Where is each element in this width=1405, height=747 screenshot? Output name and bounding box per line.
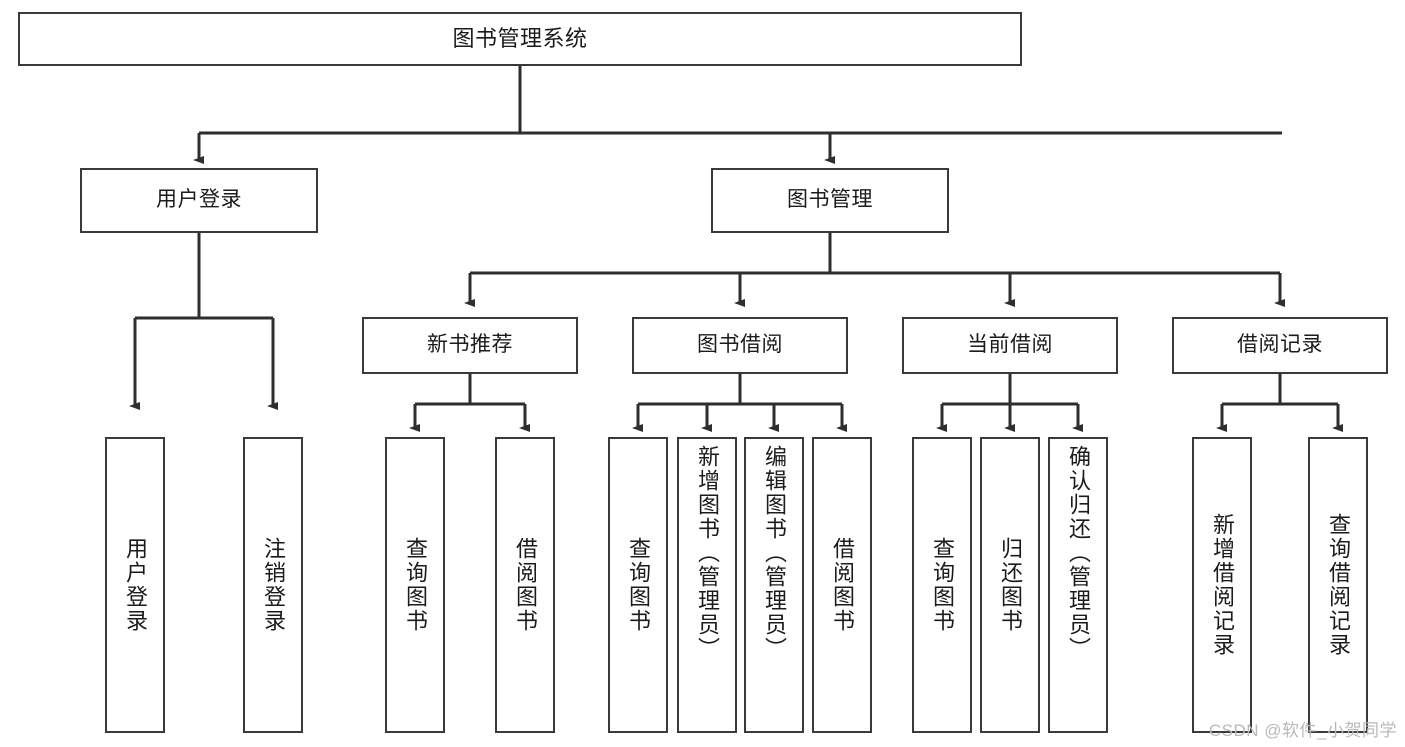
node-label: 新书推荐 (427, 333, 513, 357)
node-label: 注销登录 (261, 537, 286, 633)
node-leaf-logout[interactable]: 注销登录 (243, 437, 303, 733)
node-label: 当前借阅 (967, 333, 1053, 357)
node-leaf-add-record[interactable]: 新增借阅记录 (1192, 437, 1252, 733)
node-book-management[interactable]: 图书管理 (711, 168, 949, 233)
node-label: 新增图书（管理员） (695, 445, 720, 661)
node-leaf-query-record[interactable]: 查询借阅记录 (1308, 437, 1368, 733)
node-borrow-record[interactable]: 借阅记录 (1172, 317, 1388, 374)
node-leaf-confirm-return[interactable]: 确认归还（管理员） (1048, 437, 1108, 733)
node-leaf-query-book-3[interactable]: 查询图书 (912, 437, 972, 733)
node-current-borrow[interactable]: 当前借阅 (902, 317, 1118, 374)
node-leaf-borrow-book-2[interactable]: 借阅图书 (812, 437, 872, 733)
node-label: 图书管理 (787, 188, 873, 212)
node-leaf-add-book[interactable]: 新增图书（管理员） (677, 437, 737, 733)
node-label: 确认归还（管理员） (1066, 445, 1091, 661)
node-label: 用户登录 (156, 188, 242, 212)
node-label: 借阅图书 (830, 537, 855, 633)
node-label: 查询图书 (930, 537, 955, 633)
node-leaf-return-book[interactable]: 归还图书 (980, 437, 1040, 733)
node-leaf-user-login[interactable]: 用户登录 (105, 437, 165, 733)
node-leaf-borrow-book-1[interactable]: 借阅图书 (495, 437, 555, 733)
node-label: 查询借阅记录 (1326, 513, 1351, 657)
node-leaf-query-book-2[interactable]: 查询图书 (608, 437, 668, 733)
node-label: 借阅图书 (513, 537, 538, 633)
node-book-borrow[interactable]: 图书借阅 (632, 317, 848, 374)
node-label: 图书借阅 (697, 333, 783, 357)
node-leaf-edit-book[interactable]: 编辑图书（管理员） (744, 437, 804, 733)
node-label: 借阅记录 (1237, 333, 1323, 357)
node-new-book-recommend[interactable]: 新书推荐 (362, 317, 578, 374)
node-label: 归还图书 (998, 537, 1023, 633)
node-root[interactable]: 图书管理系统 (18, 12, 1022, 66)
node-label: 查询图书 (403, 537, 428, 633)
node-leaf-query-book-1[interactable]: 查询图书 (385, 437, 445, 733)
node-label: 查询图书 (626, 537, 651, 633)
node-label: 编辑图书（管理员） (762, 445, 787, 661)
node-label: 用户登录 (123, 537, 148, 633)
csdn-watermark: CSDN @软件_小贺同学 (1208, 721, 1397, 740)
node-user-login[interactable]: 用户登录 (80, 168, 318, 233)
node-label: 图书管理系统 (452, 26, 588, 52)
node-label: 新增借阅记录 (1210, 513, 1235, 657)
